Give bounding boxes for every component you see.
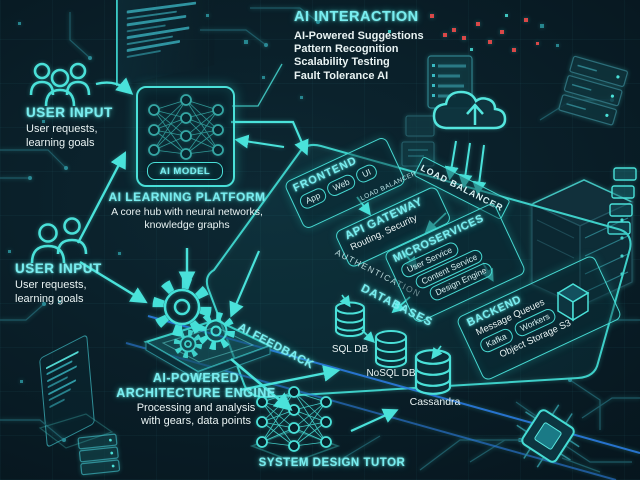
header-item: Fault Tolerance AI xyxy=(294,69,389,82)
architecture-engine-caption: AI-POWERED ARCHITECTURE ENGINE Processin… xyxy=(110,371,282,428)
flow-arrows xyxy=(76,63,494,433)
engine-title-line1: AI-POWERED xyxy=(152,371,240,385)
ground-diamond xyxy=(38,413,114,449)
side-panels xyxy=(401,115,435,167)
user-input-left-block: USER INPUT User requests, learning goals xyxy=(15,261,135,306)
server-stack-icon xyxy=(77,433,121,476)
user-input-top-block: USER INPUT User requests, learning goals xyxy=(26,105,146,150)
header-item: AI-Powered Suggestions xyxy=(294,30,424,42)
rack-slots-icon xyxy=(607,167,637,235)
engine-line: Processing and analysis xyxy=(136,402,256,414)
user-input-top-line: User requests, xyxy=(26,123,98,135)
user-input-top-line: learning goals xyxy=(26,136,95,149)
ai-model-label: AI MODEL xyxy=(147,162,223,180)
decor-squares xyxy=(8,14,559,383)
engine-line: with gears, data points xyxy=(140,415,252,427)
gears-icon xyxy=(152,277,235,359)
nosql-db-icon xyxy=(375,330,407,368)
learning-platform-line: knowledge graphs xyxy=(144,218,230,231)
sql-db-label: SQL DB xyxy=(331,344,369,355)
header-block: AI INTERACTION AI-Powered Suggestions Pa… xyxy=(294,9,494,83)
user-input-top-title: USER INPUT xyxy=(26,105,113,120)
nosql-db-label: NoSQL DB xyxy=(366,368,416,379)
neural-network-icon-bottom xyxy=(256,386,332,452)
sql-db-icon xyxy=(335,301,365,337)
server-rack-small-icon xyxy=(558,55,628,126)
cassandra-label: Cassandra xyxy=(409,396,461,408)
user-input-left-line: learning goals xyxy=(15,292,84,305)
user-input-left-line: User requests, xyxy=(15,279,87,291)
circuit-chip-icon xyxy=(515,397,640,473)
system-design-tutor-caption: SYSTEM DESIGN TUTOR xyxy=(258,457,406,469)
users-pair-icon xyxy=(30,217,88,264)
header-item: Scalability Testing xyxy=(294,56,390,69)
learning-platform-caption: AI LEARNING PLATFORM A core hub with neu… xyxy=(102,190,272,231)
red-pixel-cluster xyxy=(430,14,539,52)
page-title: AI INTERACTION xyxy=(294,9,419,25)
learning-platform-line: A core hub with neural networks, xyxy=(111,206,263,218)
neural-network-icon xyxy=(148,94,224,160)
engine-title-line2: ARCHITECTURE ENGINE xyxy=(116,385,276,400)
cloud-upload-icon xyxy=(432,90,507,130)
user-input-left-title: USER INPUT xyxy=(15,261,102,276)
header-item: Pattern Recognition xyxy=(294,43,399,56)
users-group-icon xyxy=(29,62,91,107)
learning-platform-title: AI LEARNING PLATFORM xyxy=(108,190,266,204)
server-rack-icon xyxy=(530,179,634,307)
